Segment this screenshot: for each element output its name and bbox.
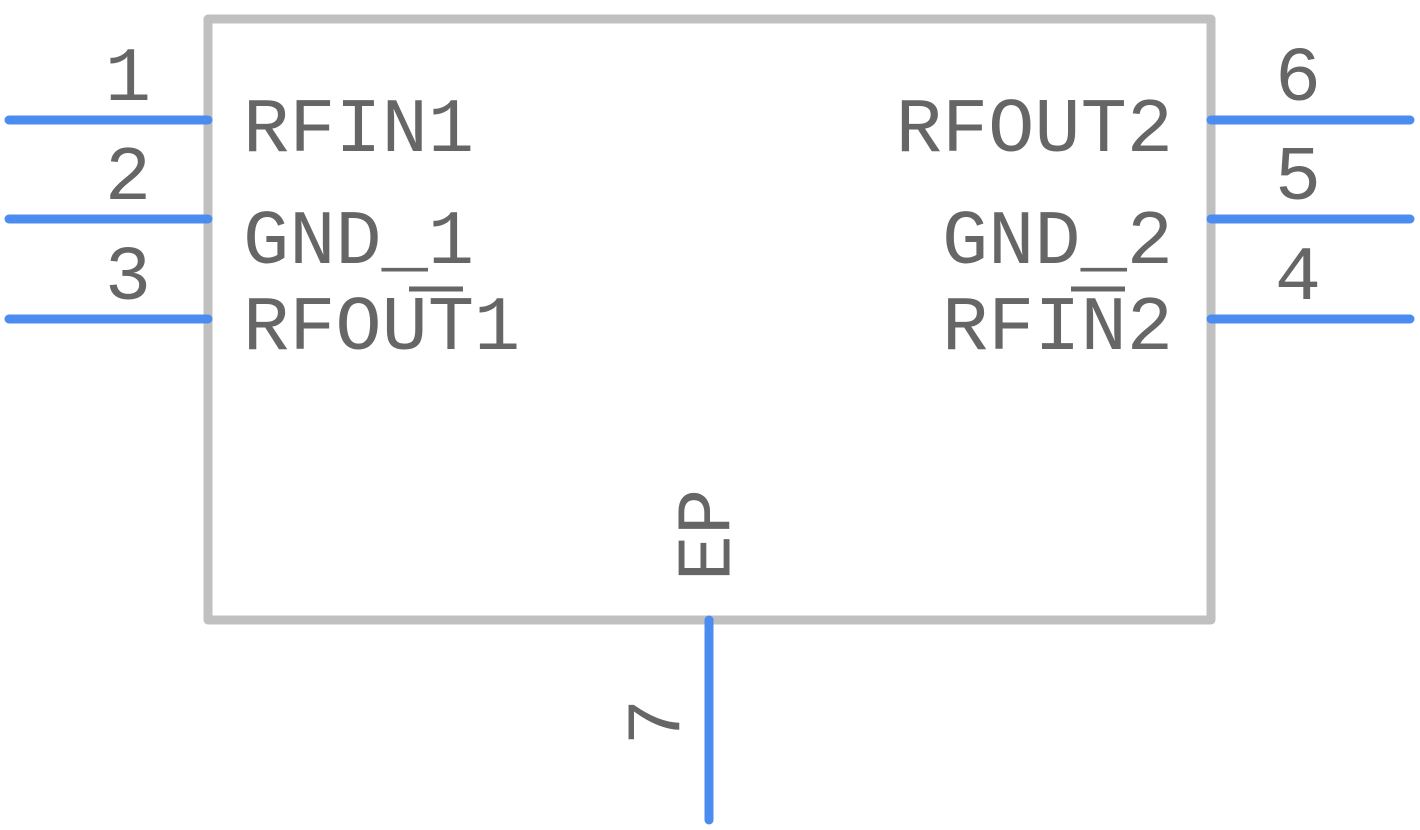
pin-7-label: EP — [667, 489, 754, 581]
pin-5-number: 5 — [1275, 136, 1321, 223]
pin-1-label: RFIN1 — [243, 88, 474, 175]
pin-3-label: RFOUT1 — [243, 286, 520, 373]
pin-7-number: 7 — [617, 699, 704, 745]
pin-6-label: RFOUT2 — [896, 88, 1173, 175]
pin-5-label: GND_2 — [942, 200, 1173, 287]
pin-1-number: 1 — [105, 37, 151, 124]
pin-4-number: 4 — [1275, 236, 1321, 323]
pin-3-number: 3 — [105, 236, 151, 323]
pin-4-label: RFIN2 — [942, 286, 1173, 373]
pin-2-number: 2 — [105, 136, 151, 223]
pin-2-label: GND_1 — [243, 200, 474, 287]
pin-6-number: 6 — [1275, 37, 1321, 124]
